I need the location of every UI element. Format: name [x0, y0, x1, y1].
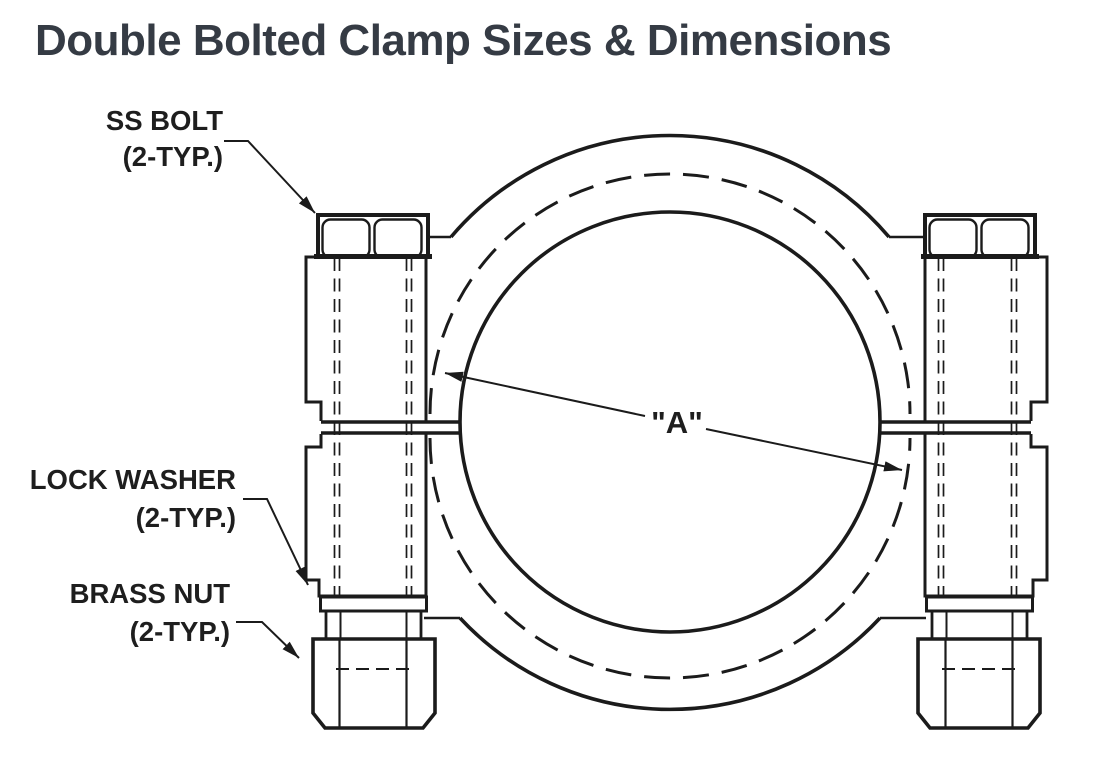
- ring-hidden-top-arc: [428, 172, 912, 415]
- left-lock-washer: [319, 595, 428, 641]
- dimension-a-line-left: [444, 371, 646, 417]
- dimension-a-label: "A": [651, 405, 703, 440]
- callout-lock-washer: LOCK WASHER (2-TYP.): [30, 464, 309, 586]
- callout-ss-bolt: SS BOLT (2-TYP.): [106, 105, 316, 214]
- clamp-split-right: [879, 420, 1031, 435]
- callout-ss-bolt-leader: [224, 140, 316, 214]
- clamp-ring: [321, 133, 1031, 712]
- right-bolt-assembly: [880, 213, 1049, 730]
- callout-brass-nut-leader: [236, 621, 300, 659]
- right-brass-nut: [916, 637, 1042, 730]
- callout-brass-nut-line2: (2-TYP.): [130, 616, 230, 647]
- callout-brass-nut: BRASS NUT (2-TYP.): [70, 578, 300, 659]
- callout-ss-bolt-line1: SS BOLT: [106, 105, 223, 136]
- left-brass-nut: [311, 637, 437, 730]
- dimension-a-line-right: [705, 428, 903, 472]
- callout-brass-nut-line1: BRASS NUT: [70, 578, 231, 609]
- callout-ss-bolt-line2: (2-TYP.): [123, 141, 223, 172]
- left-bolt-shank-hidden-lines: [333, 258, 413, 595]
- right-bolt-head: [921, 213, 1039, 259]
- dimension-a: "A": [444, 371, 903, 472]
- page-title: Double Bolted Clamp Sizes & Dimensions: [35, 16, 892, 65]
- right-bolt-shank-hidden-lines: [937, 258, 1018, 595]
- callout-lock-washer-line2: (2-TYP.): [136, 502, 236, 533]
- clamp-split-left: [321, 420, 461, 435]
- left-upper-lug: [304, 255, 323, 421]
- ring-outer-bottom-arc: [458, 616, 882, 712]
- ring-outer-top-arc: [449, 133, 891, 239]
- left-lower-lug: [304, 434, 428, 598]
- right-upper-lug: [1029, 255, 1049, 421]
- callout-lock-washer-leader: [243, 498, 309, 586]
- left-bolt-assembly: [304, 213, 460, 730]
- ring-hidden-bottom-arc: [428, 437, 912, 680]
- left-bolt-head: [314, 213, 432, 259]
- right-lock-washer: [925, 595, 1034, 641]
- callout-lock-washer-line1: LOCK WASHER: [30, 464, 236, 495]
